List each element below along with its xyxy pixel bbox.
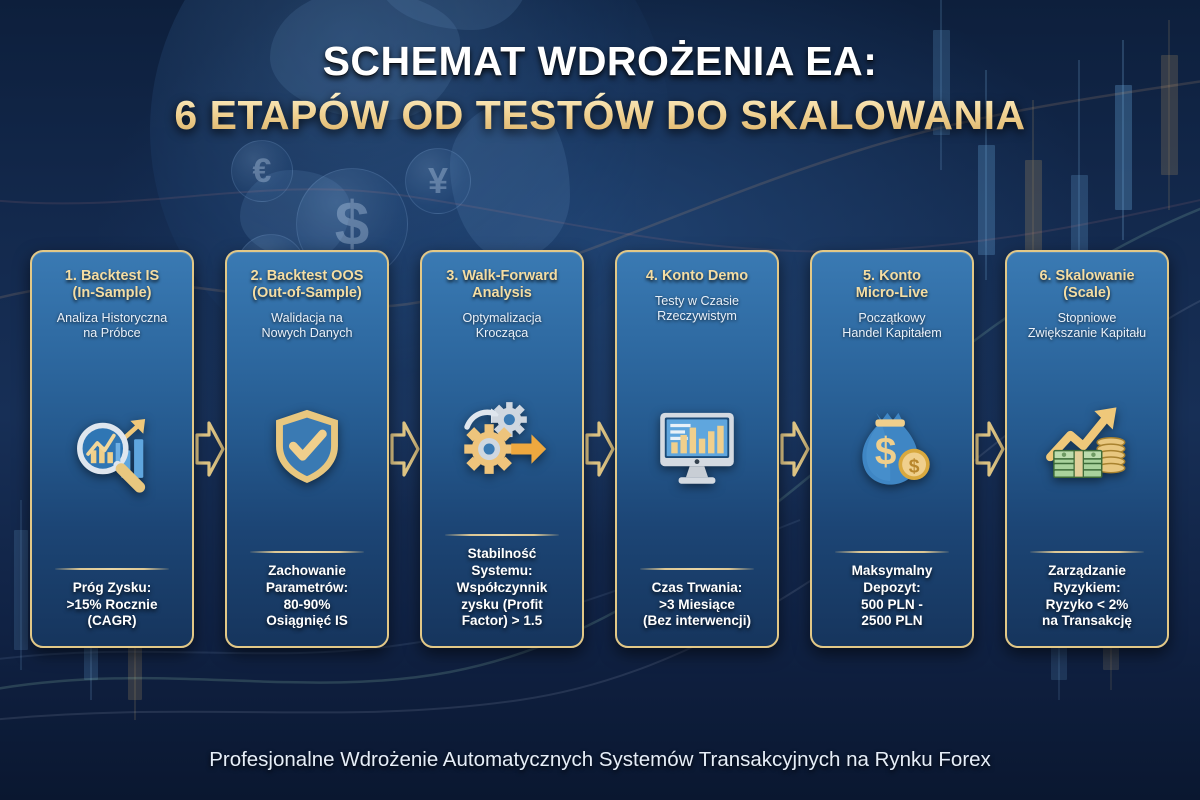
step-card-6-title: 6. Skalowanie (Scale) [1039,268,1135,301]
step-card-2[interactable]: 2. Backtest OOS (Out-of-Sample) Walidacj… [225,250,389,648]
step-card-1-divider [55,567,169,570]
step-card-2-divider [250,551,364,554]
connector-arrow-1 [194,403,225,495]
step-card-3-subtitle: Optymalizacja Krocząca [462,310,542,341]
step-card-6[interactable]: 6. Skalowanie (Scale) Stopniowe Zwiększa… [1005,250,1169,648]
step-card-6-metric: Zarządzanie Ryzykiem: Ryzyko < 2% na Tra… [1042,563,1132,629]
step-card-1[interactable]: 1. Backtest IS (In-Sample) Analiza Histo… [30,250,194,648]
page-title: SCHEMAT WDROŻENIA EA: 6 ETAPÓW OD TESTÓW… [0,38,1200,139]
svg-text:$: $ [875,431,896,474]
step-card-3-title: 3. Walk-Forward Analysis [446,268,558,301]
title-line-2: 6 ETAPÓW OD TESTÓW DO SKALOWANIA [0,92,1200,139]
step-card-4[interactable]: 4. Konto Demo Testy w Czasie Rzeczywisty… [615,250,779,648]
step-card-5[interactable]: 5. Konto Micro-Live Początkowy Handel Ka… [810,250,974,648]
gears-arrow-icon [456,392,548,484]
step-card-4-title: 4. Konto Demo [645,268,749,284]
process-steps-row: 1. Backtest IS (In-Sample) Analiza Histo… [30,250,1170,648]
step-card-3[interactable]: 3. Walk-Forward Analysis Optymalizacja K… [420,250,584,648]
step-card-2-metric: Zachowanie Parametrów: 80-90% Osiągnięć … [265,563,349,629]
step-card-2-subtitle: Walidacja na Nowych Danych [261,310,353,341]
step-card-1-metric: Próg Zysku: >15% Rocznie (CAGR) [66,579,158,629]
cash-growth-arrow-icon [1041,400,1133,492]
step-card-4-metric: Czas Trwania: >3 Miesiące (Bez interwenc… [642,579,751,629]
step-card-1-title: 1. Backtest IS (In-Sample) [64,268,160,301]
magnifying-glass-chart-icon [66,408,158,500]
step-card-6-divider [1030,551,1144,554]
step-card-1-subtitle: Analiza Historyczna na Próbce [56,310,168,341]
step-card-4-divider [640,567,754,570]
coin-euro-left-icon: € [231,140,293,202]
step-card-2-title: 2. Backtest OOS (Out-of-Sample) [250,268,364,301]
footer-tagline: Profesjonalne Wdrożenie Automatycznych S… [209,748,991,771]
monitor-bar-chart-icon [651,400,743,492]
connector-arrow-4 [779,403,810,495]
money-bag-coin-icon: $ $ [846,400,938,492]
coin-yen-icon: ¥ [405,148,471,214]
connector-arrow-5 [974,403,1005,495]
step-card-3-metric: Stabilność Systemu: Współczynnik zysku (… [456,546,548,629]
connector-arrow-3 [584,403,615,495]
step-card-5-divider [835,551,949,554]
connector-arrow-2 [389,403,420,495]
shield-check-icon [261,400,353,492]
step-card-4-subtitle: Testy w Czasie Rzeczywistym [655,293,739,324]
svg-text:$: $ [909,457,920,478]
step-card-5-subtitle: Początkowy Handel Kapitałem [842,310,942,341]
step-card-6-subtitle: Stopniowe Zwiększanie Kapitału [1027,310,1147,341]
step-card-3-divider [445,534,559,537]
title-line-1: SCHEMAT WDROŻENIA EA: [322,38,878,84]
step-card-5-title: 5. Konto Micro-Live [855,268,929,301]
step-card-5-metric: Maksymalny Depozyt: 500 PLN - 2500 PLN [851,563,933,629]
